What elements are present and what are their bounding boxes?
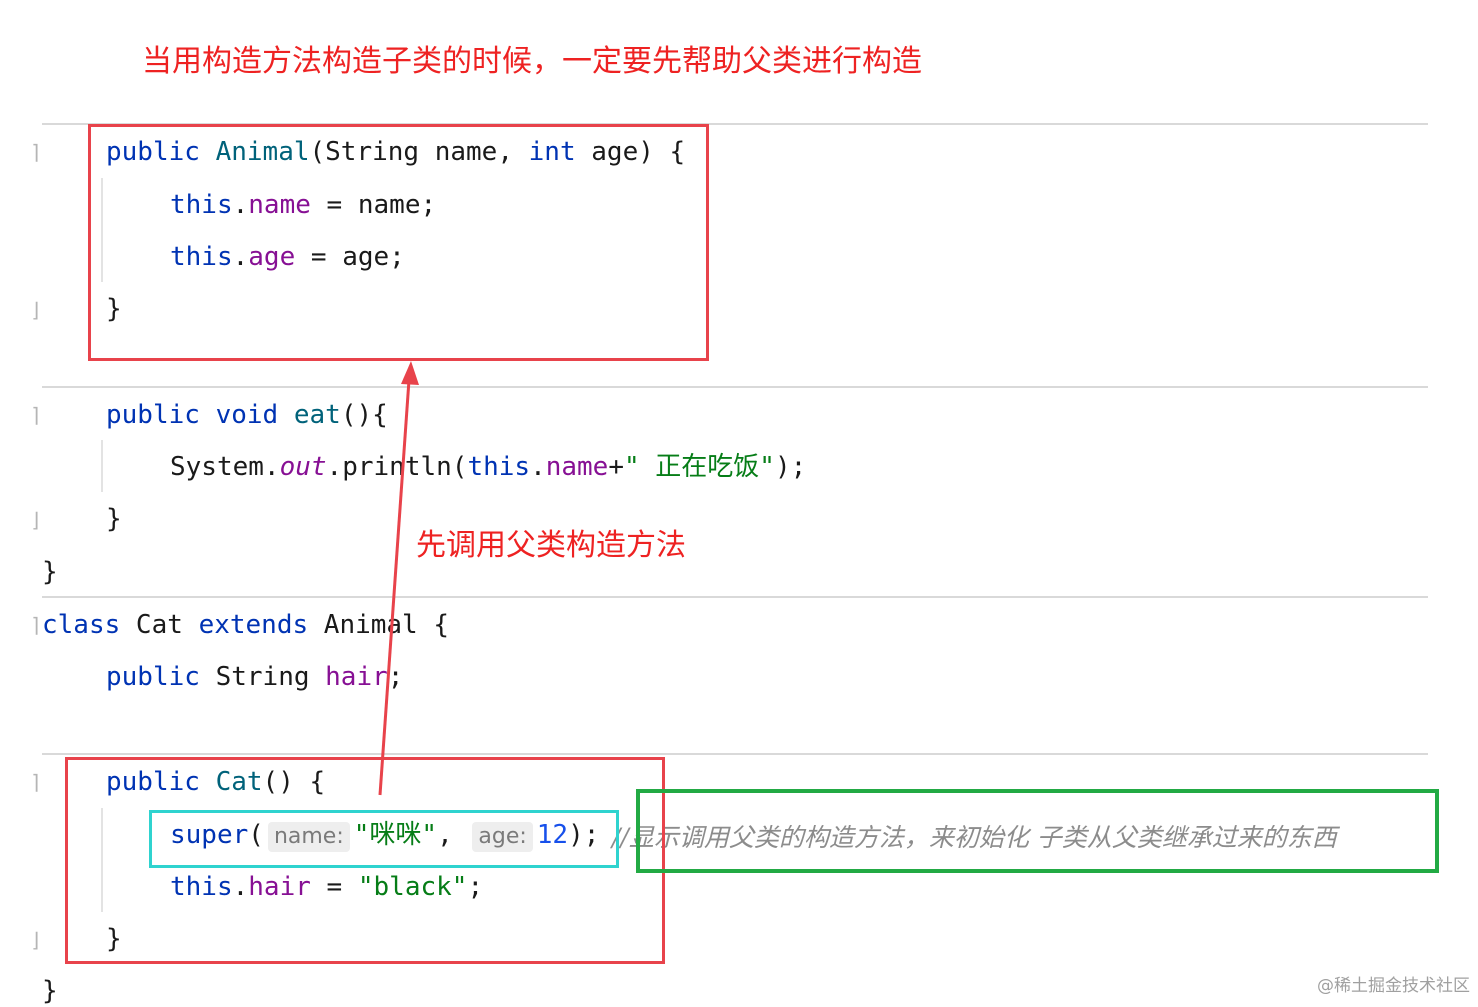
code-line-hair-field: public String hair; <box>106 662 404 692</box>
code-line-this-age: this.age = age; <box>170 242 405 272</box>
code-line-this-hair: this.hair = "black"; <box>170 872 484 902</box>
fold-marker[interactable]: ⌉ <box>30 613 43 637</box>
separator <box>42 753 1428 755</box>
indent-guide <box>101 178 103 282</box>
indent-guide <box>101 440 103 492</box>
code-line-cat-ctor: public Cat() { <box>106 767 326 797</box>
code-line-close-brace: } <box>106 294 122 324</box>
fold-marker[interactable]: ⌉ <box>30 140 43 164</box>
annotation-call-parent-ctor: 先调用父类构造方法 <box>416 528 686 563</box>
separator <box>42 596 1428 598</box>
code-comment-super: //显示调用父类的构造方法，来初始化 子类从父类继承过来的东西 <box>612 823 1337 852</box>
code-line-this-name: this.name = name; <box>170 190 437 220</box>
code-line-cat-class: class Cat extends Animal { <box>42 610 450 640</box>
code-line-super-call: super(name:"咪咪", age:12); <box>170 820 600 852</box>
highlight-box-cat-ctor <box>65 757 665 964</box>
param-hint-name: name: <box>267 822 350 852</box>
code-line-class-close: } <box>42 557 58 587</box>
fold-marker[interactable]: ⌉ <box>30 770 43 794</box>
code-line-println: System.out.println(this.name+" 正在吃饭"); <box>170 452 807 482</box>
fold-marker[interactable]: ⌋ <box>30 508 43 532</box>
highlight-box-comment <box>636 789 1439 873</box>
highlight-box-super-call <box>149 810 619 868</box>
param-hint-age: age: <box>472 822 533 852</box>
code-line-final-close: } <box>42 976 58 1006</box>
fold-marker[interactable]: ⌉ <box>30 403 43 427</box>
annotation-title: 当用构造方法构造子类的时候，一定要先帮助父类进行构造 <box>142 44 922 79</box>
highlight-box-animal-ctor <box>88 124 709 361</box>
code-line-animal-ctor: public Animal(String name, int age) { <box>106 137 686 167</box>
separator <box>42 386 1428 388</box>
separator <box>42 123 1428 125</box>
code-line-close-brace: } <box>106 504 122 534</box>
fold-marker[interactable]: ⌋ <box>30 928 43 952</box>
indent-guide <box>101 808 103 912</box>
watermark: @稀土掘金技术社区 <box>1317 976 1470 996</box>
fold-marker[interactable]: ⌋ <box>30 298 43 322</box>
code-line-eat-signature: public void eat(){ <box>106 400 388 430</box>
code-line-close-brace: } <box>106 924 122 954</box>
